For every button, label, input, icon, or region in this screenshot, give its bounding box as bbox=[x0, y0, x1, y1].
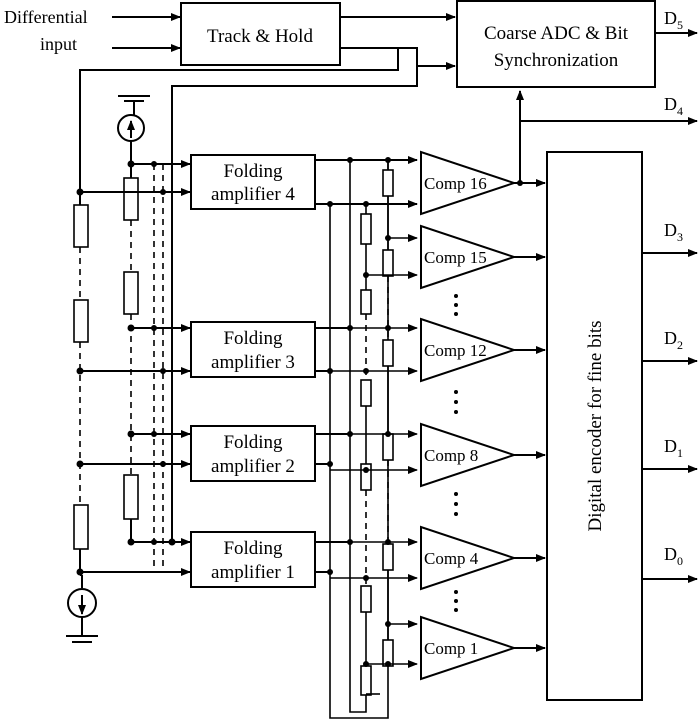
svg-text:Comp 15: Comp 15 bbox=[424, 248, 487, 267]
track-hold-label: Track & Hold bbox=[207, 26, 313, 47]
input-label-differential: Differential bbox=[4, 7, 88, 27]
input-label-input: input bbox=[40, 34, 77, 54]
svg-text:amplifier 3: amplifier 3 bbox=[211, 352, 295, 373]
comparator-8: Comp 8 bbox=[420, 422, 518, 488]
svg-text:Comp 12: Comp 12 bbox=[424, 341, 487, 360]
th-to-coarse-arrow-2 bbox=[340, 47, 456, 70]
svg-text:Folding: Folding bbox=[223, 328, 283, 349]
ladder-resistor-r1 bbox=[123, 177, 139, 221]
svg-text:Folding: Folding bbox=[223, 432, 283, 453]
digital-encoder-label: Digital encoder for fine bits bbox=[585, 320, 606, 531]
th-out-wire-1 bbox=[79, 48, 399, 192]
ladder-resistor-l3 bbox=[73, 504, 89, 550]
d4-label: D4 bbox=[664, 94, 683, 118]
folding-amplifier-3 bbox=[190, 321, 316, 378]
svg-text:amplifier 2: amplifier 2 bbox=[211, 456, 295, 477]
track-hold-block bbox=[180, 2, 341, 66]
ellipsis-dots bbox=[454, 294, 458, 612]
d0-label: D0 bbox=[664, 544, 683, 568]
d1-label: D1 bbox=[664, 436, 683, 460]
svg-text:Comp 16: Comp 16 bbox=[424, 174, 487, 193]
svg-text:amplifier 4: amplifier 4 bbox=[211, 184, 295, 205]
d5-label: D5 bbox=[664, 8, 683, 32]
ladder-resistor-l2 bbox=[73, 299, 89, 343]
comparator-16: Comp 16 bbox=[420, 150, 518, 216]
comparator-4: Comp 4 bbox=[420, 525, 518, 591]
comparator-12: Comp 12 bbox=[420, 317, 518, 383]
th-out-wire-2 bbox=[171, 66, 418, 542]
ladder-resistor-r2 bbox=[123, 271, 139, 315]
coarse-adc-block bbox=[456, 0, 656, 88]
digital-encoder-block bbox=[546, 151, 643, 701]
comparator-1: Comp 1 bbox=[420, 615, 518, 681]
svg-text:Comp 8: Comp 8 bbox=[424, 446, 478, 465]
coarse-adc-label-1: Coarse ADC & Bit bbox=[484, 23, 629, 44]
ladder-resistor-l1 bbox=[73, 204, 89, 248]
d3-label: D3 bbox=[664, 220, 683, 244]
svg-text:Comp 1: Comp 1 bbox=[424, 639, 478, 658]
svg-text:Folding: Folding bbox=[223, 161, 283, 182]
svg-text:Comp 4: Comp 4 bbox=[424, 549, 479, 568]
folding-amplifier-1 bbox=[190, 531, 316, 588]
svg-text:Folding: Folding bbox=[223, 538, 283, 559]
svg-text:amplifier 1: amplifier 1 bbox=[211, 562, 295, 583]
folding-amplifier-4 bbox=[190, 154, 316, 210]
comparator-15: Comp 15 bbox=[420, 224, 518, 290]
coarse-adc-label-2: Synchronization bbox=[494, 50, 619, 71]
d2-label: D2 bbox=[664, 328, 683, 352]
folding-amplifier-2 bbox=[190, 425, 316, 482]
ladder-resistor-r3 bbox=[123, 474, 139, 520]
